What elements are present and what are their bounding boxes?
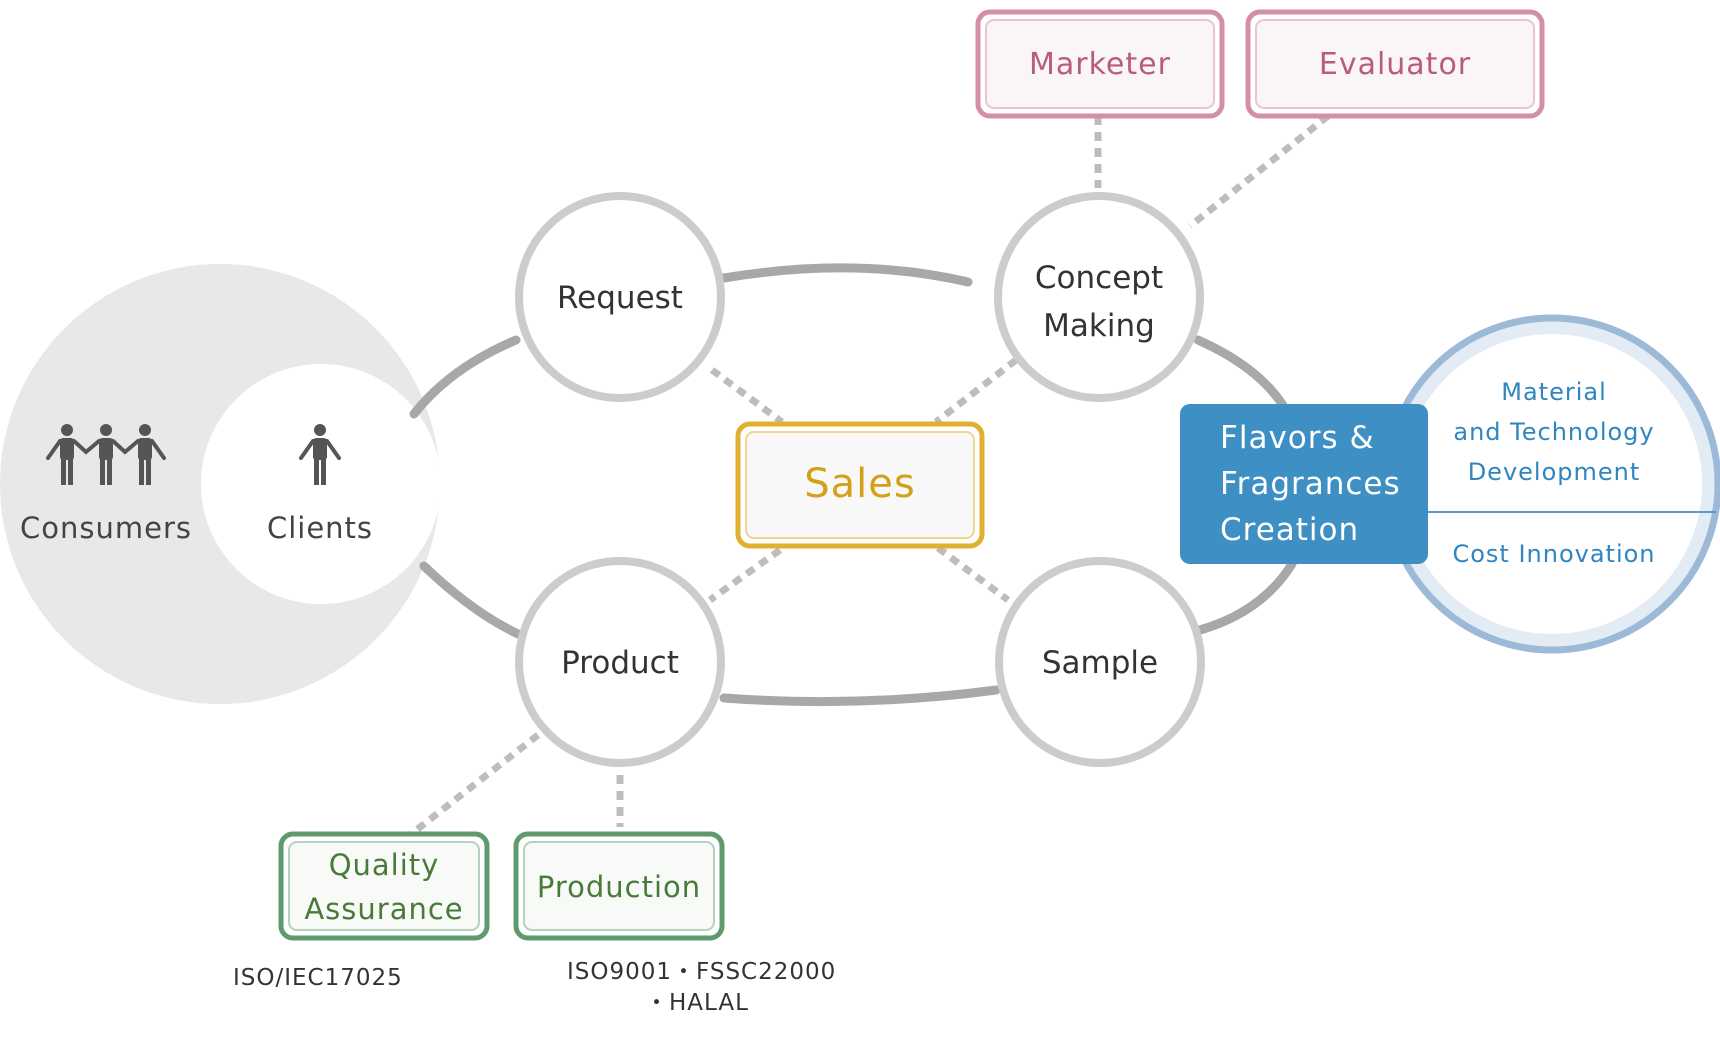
sample-sales-connector [935, 545, 1011, 603]
product-node: Product [515, 557, 725, 767]
material-label-line3: Development [1468, 458, 1641, 486]
evaluator-connector [1187, 113, 1331, 229]
creation-label-line1: Flavors & [1220, 420, 1375, 456]
client-icon [299, 424, 341, 485]
product-label: Product [561, 645, 679, 681]
material-label-line1: Material [1501, 378, 1607, 406]
clients-label: Clients [267, 511, 373, 545]
consumers-label: Consumers [20, 511, 192, 545]
request-sales-connector [709, 367, 785, 425]
concept-label-line2: Making [1043, 308, 1155, 344]
production-label: Production [537, 870, 701, 904]
sample-to-product-arrow [719, 685, 1001, 707]
sales-box: Sales [735, 421, 985, 549]
product-sales-connector [707, 547, 783, 603]
qa-label-line2: Assurance [304, 892, 463, 926]
creation-label-line2: Fragrances [1220, 466, 1401, 502]
consumers-icon [46, 424, 166, 485]
rnd-circle: Material and Technology Development Cost… [1382, 314, 1720, 654]
creation-box: Flavors & Fragrances Creation [1180, 404, 1428, 564]
production-box: Production [513, 831, 725, 941]
cost-innovation-label: Cost Innovation [1452, 540, 1655, 568]
request-to-concept-arrow [719, 263, 973, 287]
product-to-clients-arrow [419, 561, 523, 639]
qa-label-line1: Quality [329, 848, 440, 882]
process-nodes: Request Concept Making Sample Product [515, 192, 1205, 767]
creation-to-sample-arrow [1195, 559, 1297, 635]
concept-label-line1: Concept [1035, 260, 1163, 296]
clients-to-request-arrow [409, 335, 521, 419]
sales-label: Sales [804, 461, 915, 507]
sample-node: Sample [995, 557, 1205, 767]
marketer-label: Marketer [1029, 47, 1171, 82]
concept-making-node: Concept Making [994, 192, 1204, 402]
qa-cert-text: ISO/IEC17025 [233, 965, 403, 991]
dotted-connectors [407, 113, 1331, 838]
request-node: Request [515, 192, 725, 402]
production-cert-line1: ISO9001・FSSC22000 [567, 959, 836, 985]
production-cert-line2: ・HALAL [645, 990, 749, 1016]
evaluator-label: Evaluator [1319, 47, 1471, 82]
material-label-line2: and Technology [1453, 418, 1654, 446]
request-label: Request [557, 280, 683, 316]
quality-assurance-box: Quality Assurance [278, 831, 490, 941]
sample-label: Sample [1042, 645, 1158, 681]
creation-label-line3: Creation [1220, 512, 1359, 548]
audience-area: Consumers Clients [0, 264, 441, 704]
marketer-box: Marketer [975, 9, 1225, 119]
evaluator-box: Evaluator [1245, 9, 1545, 119]
qa-connector [407, 732, 541, 838]
concept-sales-connector [933, 357, 1019, 425]
